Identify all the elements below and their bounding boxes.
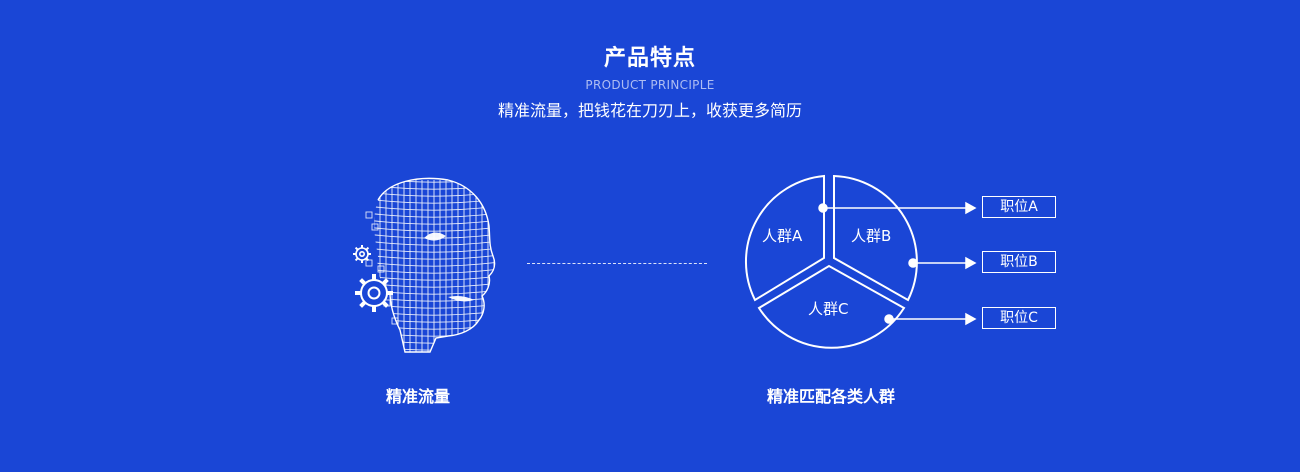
connector-lines <box>818 201 977 326</box>
segment-label-b: 人群B <box>851 227 892 245</box>
audience-pie <box>744 174 918 349</box>
pie-segment-c <box>757 264 906 349</box>
right-caption: 精准匹配各类人群 <box>767 387 896 406</box>
job-box-c: 职位C <box>982 307 1056 329</box>
left-caption: 精准流量 <box>386 387 451 406</box>
segment-label-a: 人群A <box>762 227 803 245</box>
wireframe-face-icon <box>365 177 496 353</box>
segment-label-c: 人群C <box>808 300 849 318</box>
gear-icon <box>355 274 393 312</box>
job-box-a: 职位A <box>982 196 1056 218</box>
section-header: 产品特点 PRODUCT PRINCIPLE 精准流量，把钱花在刀刃上，收获更多… <box>0 44 1300 122</box>
page-tagline: 精准流量，把钱花在刀刃上，收获更多简历 <box>497 101 802 120</box>
pie-segment-a <box>744 174 825 302</box>
pie-segment-b <box>833 174 918 302</box>
page-subtitle-en: PRODUCT PRINCIPLE <box>585 78 715 92</box>
gear-icon <box>353 245 371 263</box>
dashed-connector <box>527 263 707 264</box>
job-box-b: 职位B <box>982 251 1056 273</box>
page-title: 产品特点 <box>603 46 696 71</box>
